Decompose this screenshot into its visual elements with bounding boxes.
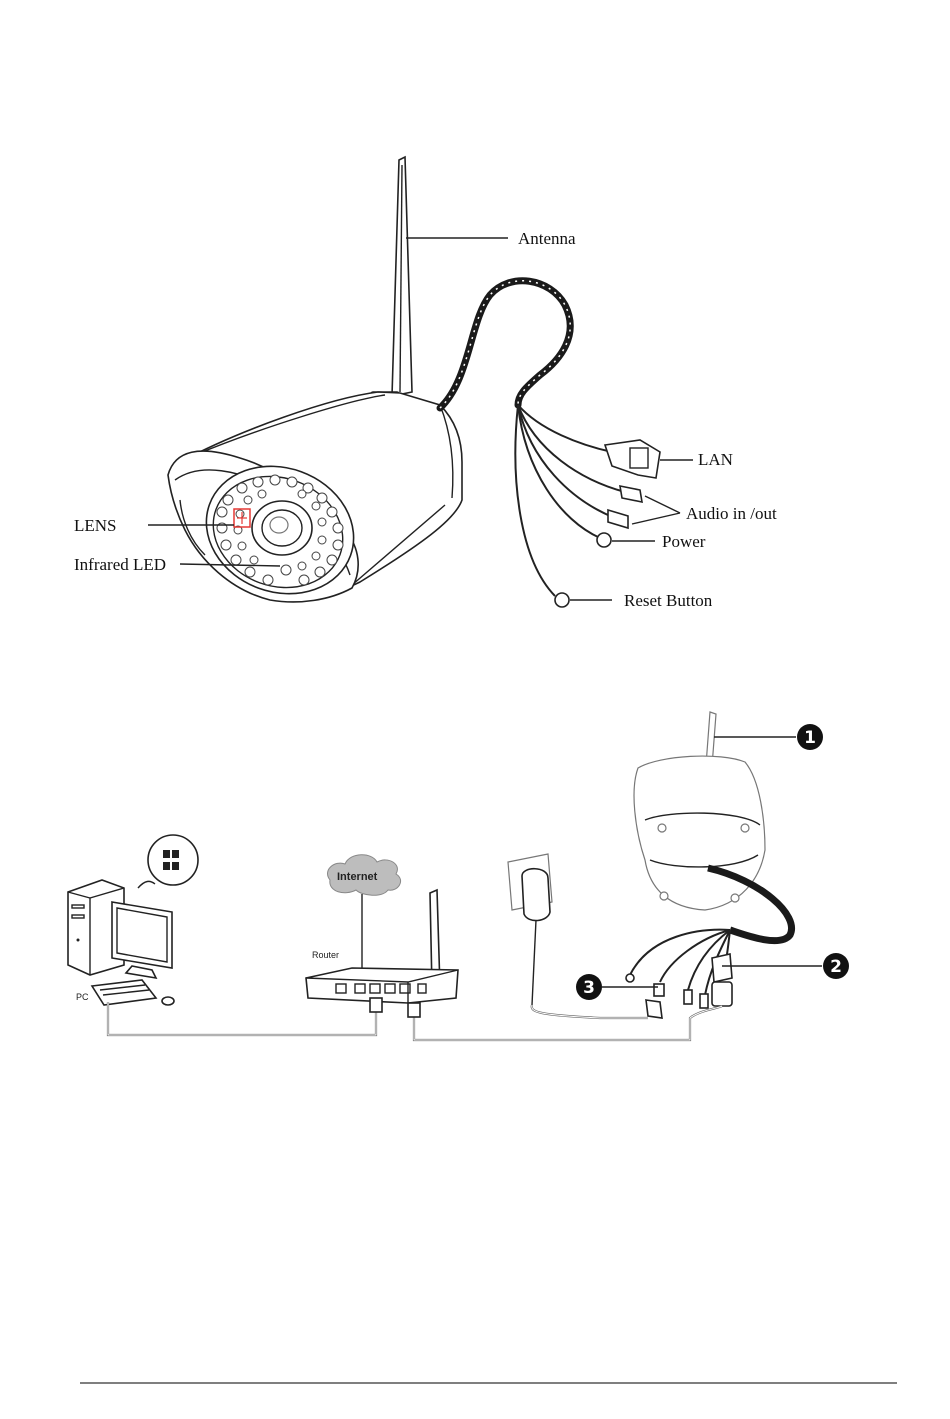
power-connector-icon	[597, 533, 611, 547]
network-cables	[108, 998, 722, 1040]
connector-wires	[515, 405, 625, 596]
callout-1: 1	[797, 724, 823, 750]
antenna-label: Antenna	[518, 229, 576, 248]
router-icon	[306, 890, 458, 1003]
keyboard-icon	[92, 980, 156, 1005]
infrared-led-label: Infrared LED	[74, 555, 166, 574]
svg-text:1: 1	[804, 728, 816, 748]
mouse-icon	[162, 997, 174, 1005]
breakout-wires	[626, 930, 732, 1018]
router-label: Router	[312, 950, 339, 960]
svg-text:3: 3	[583, 978, 595, 998]
internet-label: Internet	[337, 871, 378, 883]
callout-2: 2	[823, 953, 849, 979]
reset-button-icon	[555, 593, 569, 607]
callout-3: 3	[576, 974, 602, 1000]
reset-button-label: Reset Button	[624, 591, 713, 610]
audio-connector-icon	[608, 486, 642, 528]
camera-cable	[440, 281, 570, 408]
camera-parts-diagram: Antenna LAN Audio in /out Power Reset Bu…	[74, 157, 777, 614]
pc-label: PC	[76, 992, 89, 1002]
network-settings-bubble	[138, 835, 198, 888]
lan-label: LAN	[698, 450, 733, 469]
lens-label: LENS	[74, 516, 117, 535]
svg-text:2: 2	[830, 957, 842, 977]
audio-label: Audio in /out	[686, 504, 777, 523]
antenna-icon	[371, 157, 412, 406]
connection-diagram: PC Internet Rout	[68, 712, 849, 1040]
power-label: Power	[662, 532, 706, 551]
power-outlet-icon	[508, 854, 552, 1005]
lan-connector-icon	[605, 440, 660, 478]
